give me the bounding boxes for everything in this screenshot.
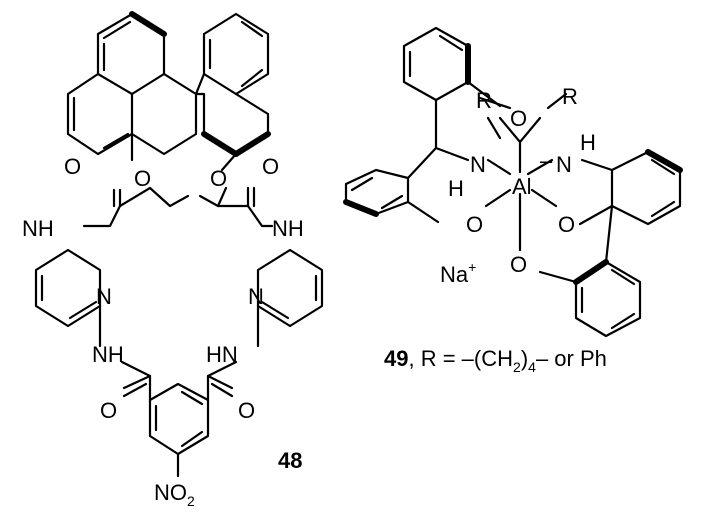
nitro-group: NO2 [154, 480, 195, 509]
atom-amide-o-right: O [238, 398, 255, 423]
compound-48-structure [34, 11, 324, 478]
atom-n-left: N [470, 152, 486, 177]
compound-49-caption: 49, R = –(CH2)4– or Ph [384, 346, 607, 375]
atom-amide-o-left: O [100, 398, 117, 423]
atom-o-top: O [510, 106, 527, 131]
atom-h-right: H [580, 130, 596, 155]
atom-n-right: N [556, 152, 572, 177]
atom-hn-bottom-right: HN [206, 342, 238, 367]
atom-o-mid: O [558, 212, 575, 237]
atom-o-left: O [134, 166, 151, 191]
atom-nh-top-left: NH [22, 216, 54, 241]
atom-n-pyridine-left: N [96, 284, 112, 309]
atom-o-bottom: O [510, 252, 527, 277]
atom-o-right: O [210, 166, 227, 191]
compound-49-structure [343, 26, 683, 338]
atom-r-left: R [476, 88, 492, 113]
compound-48-number: 48 [278, 448, 302, 473]
atom-r-right: R [562, 84, 578, 109]
sodium-counterion: Na+ [440, 259, 476, 287]
atom-nh-bottom-left: NH [92, 342, 124, 367]
atom-nh-top-right: NH [272, 216, 304, 241]
atom-carbonyl-o-left: O [64, 154, 81, 179]
atom-n-pyridine-right: N [248, 284, 264, 309]
charge-minus: – [540, 148, 553, 173]
atom-h-left: H [448, 176, 464, 201]
atom-aluminium: Al [512, 174, 532, 199]
atom-o-left: O [466, 212, 483, 237]
atom-carbonyl-o-right: O [262, 154, 279, 179]
